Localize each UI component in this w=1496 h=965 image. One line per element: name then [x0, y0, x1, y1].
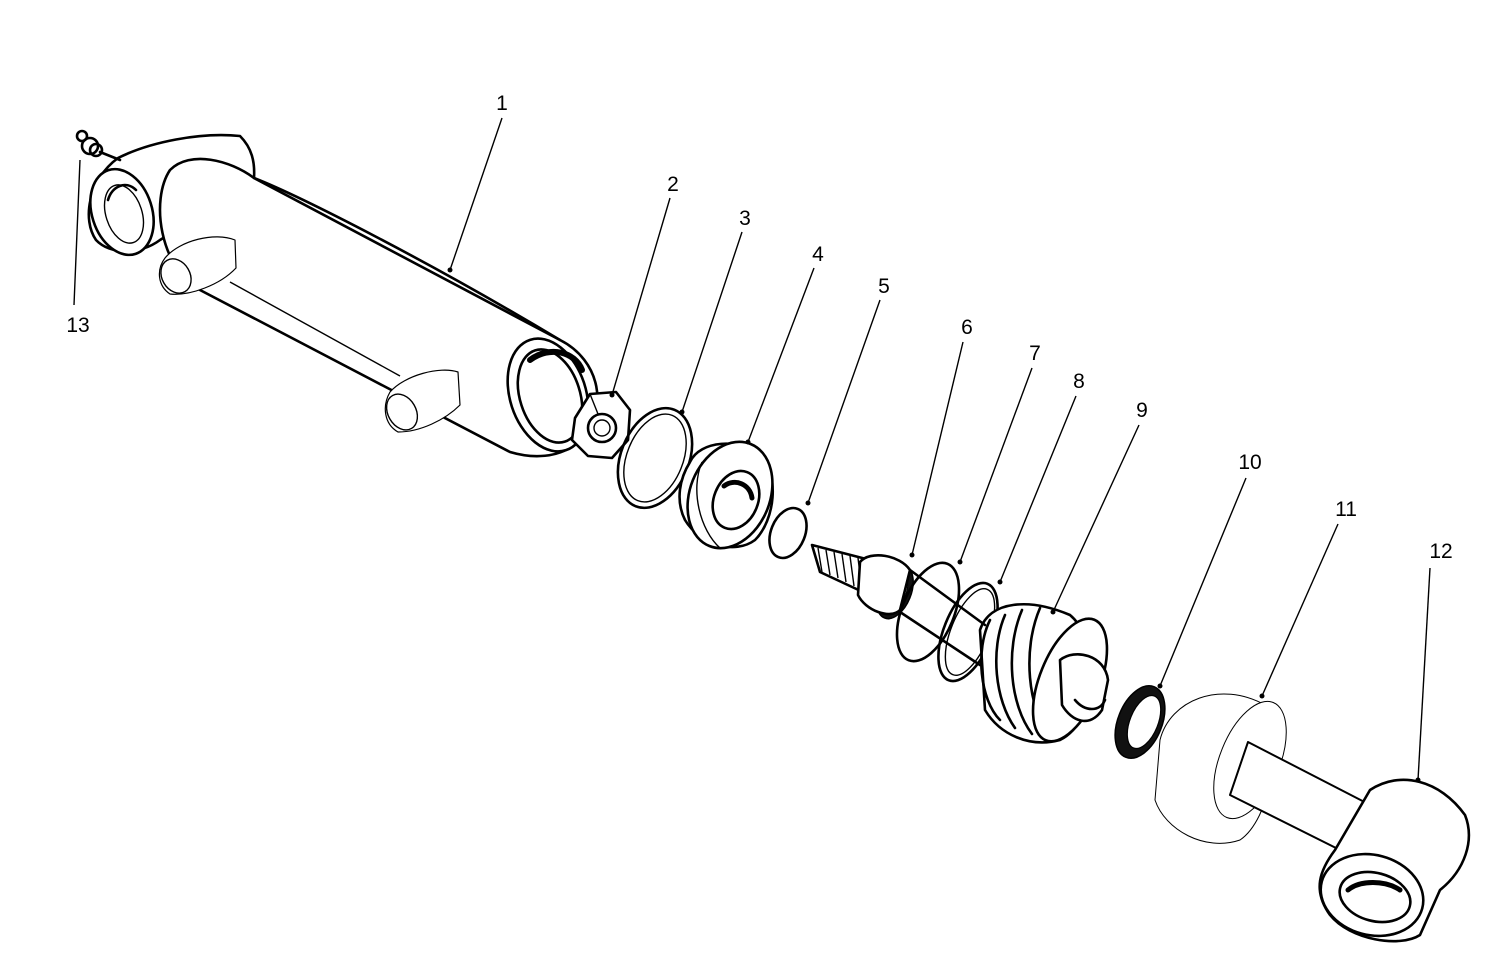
leader-3: [681, 231, 743, 413]
leader-2-dot: [609, 392, 615, 398]
leader-9-dot: [1050, 609, 1056, 615]
part-4-gland-head: [678, 440, 775, 550]
part-9-piston: [810, 543, 1110, 744]
part-1-cylinder-barrel: [87, 133, 599, 458]
part-10-wiper-seal: [1114, 685, 1166, 759]
callout-7: 7: [1029, 342, 1041, 365]
leader-1-dot: [447, 267, 453, 273]
callout-3: 3: [739, 207, 751, 230]
part-5-small-o-ring: [768, 506, 808, 560]
callout-4: 4: [812, 243, 824, 266]
leader-10-dot: [1157, 683, 1163, 689]
leader-8-dot: [997, 579, 1003, 585]
leader-5: [807, 299, 881, 504]
leader-3-dot: [679, 409, 685, 415]
leader-7: [959, 367, 1033, 563]
leader-12-dot: [1415, 777, 1421, 783]
leader-11-dot: [1259, 693, 1265, 699]
leader-8: [999, 395, 1077, 583]
callout-1: 1: [496, 92, 508, 115]
leader-6-dot: [909, 552, 915, 558]
part-12-piston-rod: [1229, 741, 1471, 943]
leader-10: [1159, 477, 1247, 687]
leader-7-dot: [957, 559, 963, 565]
leader-9: [1052, 424, 1140, 613]
part-13-grease-fitting: [75, 129, 122, 162]
leader-4-dot: [745, 439, 751, 445]
leader-1: [449, 117, 503, 271]
leader-4: [747, 267, 815, 443]
callout-labels: 1 2 3 4 5 6 7 8 9 10 11 12 13: [66, 92, 1452, 563]
callout-2: 2: [667, 173, 679, 196]
part-2-hex-nut: [570, 390, 632, 460]
leader-2: [611, 197, 671, 396]
leader-lines: [73, 117, 1431, 783]
callout-5: 5: [878, 275, 890, 298]
leader-13: [73, 159, 81, 306]
callout-6: 6: [961, 316, 973, 339]
callout-10: 10: [1238, 451, 1261, 474]
leader-6: [911, 341, 964, 556]
leader-5-dot: [805, 500, 811, 506]
callout-12: 12: [1429, 540, 1452, 563]
callout-9: 9: [1136, 399, 1148, 422]
part-7-backup-ring: [895, 561, 961, 663]
callout-11: 11: [1335, 498, 1357, 521]
callout-8: 8: [1073, 370, 1085, 393]
leader-11: [1261, 523, 1339, 697]
callout-13: 13: [66, 314, 89, 337]
leader-12: [1417, 567, 1431, 781]
